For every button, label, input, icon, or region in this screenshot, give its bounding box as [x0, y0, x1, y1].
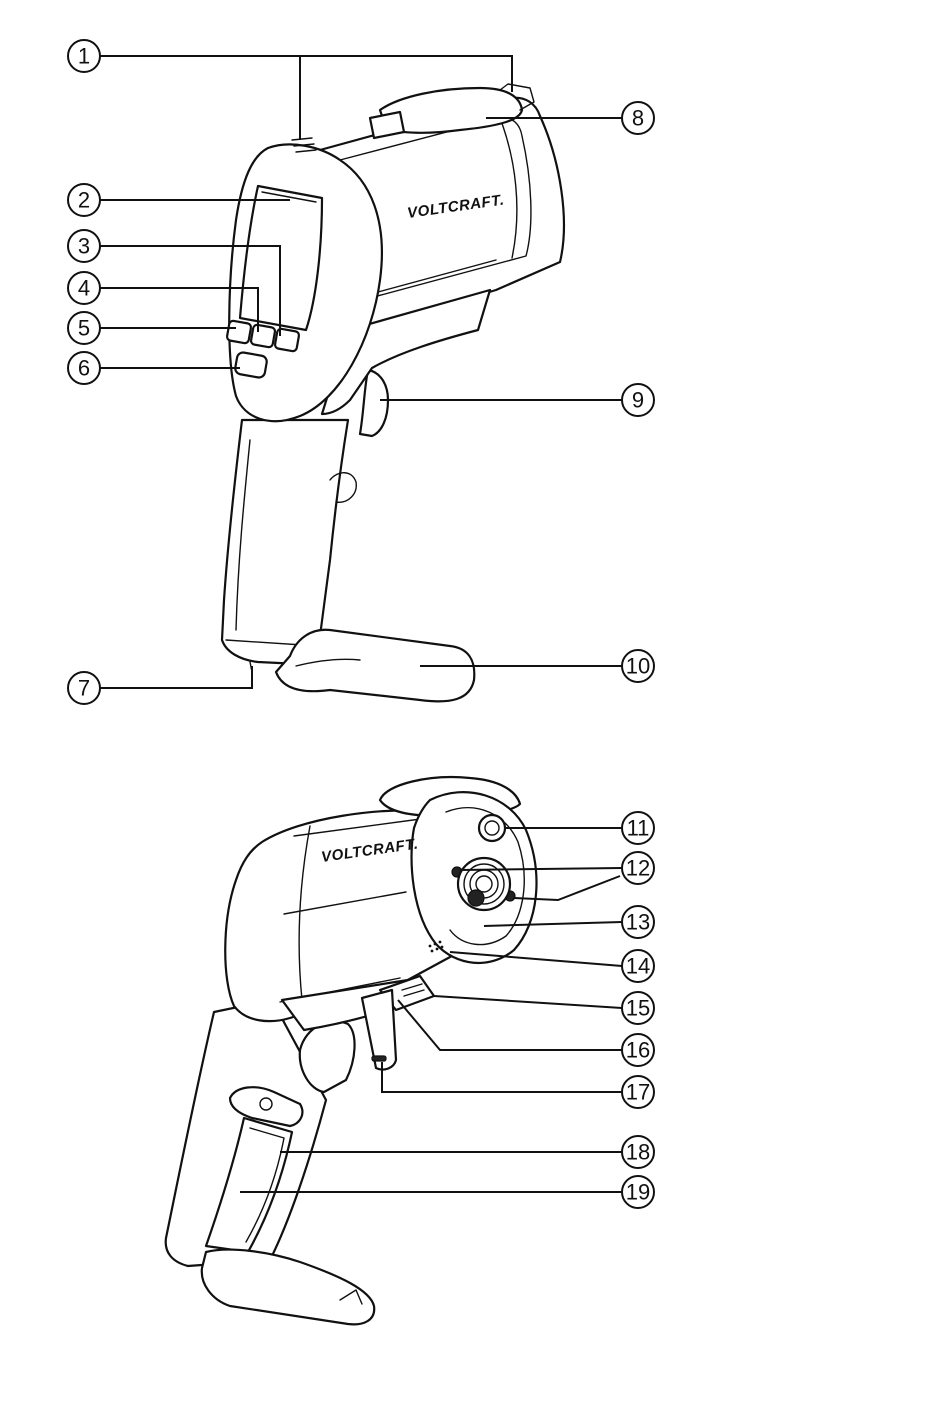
svg-text:10: 10 [626, 654, 650, 679]
callout-8: 8 [622, 102, 654, 134]
svg-text:19: 19 [626, 1180, 650, 1205]
callout-11: 11 [622, 812, 654, 844]
svg-text:13: 13 [626, 910, 650, 935]
svg-text:18: 18 [626, 1140, 650, 1165]
svg-text:5: 5 [78, 316, 90, 341]
callout-3: 3 [68, 230, 100, 262]
callout-2: 2 [68, 184, 100, 216]
svg-text:17: 17 [626, 1080, 650, 1105]
svg-text:6: 6 [78, 356, 90, 381]
callout-1: 1 [68, 40, 100, 72]
callout-18: 18 [622, 1136, 654, 1168]
button-lower [234, 352, 267, 379]
callout-19: 19 [622, 1176, 654, 1208]
svg-text:9: 9 [632, 388, 644, 413]
callout-7: 7 [68, 672, 100, 704]
button-middle [250, 324, 275, 348]
button-right [274, 328, 299, 352]
svg-text:4: 4 [78, 276, 90, 301]
svg-text:7: 7 [78, 676, 90, 701]
front-view: VOLTCRAFT. [222, 84, 564, 701]
svg-text:11: 11 [627, 816, 650, 841]
callout-13: 13 [622, 906, 654, 938]
wrist-strap-rear [202, 1250, 374, 1325]
svg-text:12: 12 [626, 856, 650, 881]
callout-10: 10 [622, 650, 654, 682]
callout-9: 9 [622, 384, 654, 416]
callout-14: 14 [622, 950, 654, 982]
callout-12: 12 [622, 852, 654, 884]
callout-17: 17 [622, 1076, 654, 1108]
upper-port [479, 815, 505, 841]
svg-text:15: 15 [626, 996, 650, 1021]
callout-6: 6 [68, 352, 100, 384]
svg-text:3: 3 [78, 234, 90, 259]
lens [458, 858, 510, 910]
callout-4: 4 [68, 272, 100, 304]
svg-text:8: 8 [632, 106, 644, 131]
svg-text:14: 14 [626, 954, 650, 979]
svg-text:2: 2 [78, 188, 90, 213]
callout-16: 16 [622, 1034, 654, 1066]
button-left [226, 320, 251, 344]
callout-5: 5 [68, 312, 100, 344]
svg-text:16: 16 [626, 1038, 650, 1063]
svg-text:1: 1 [78, 44, 90, 69]
callout-15: 15 [622, 992, 654, 1024]
